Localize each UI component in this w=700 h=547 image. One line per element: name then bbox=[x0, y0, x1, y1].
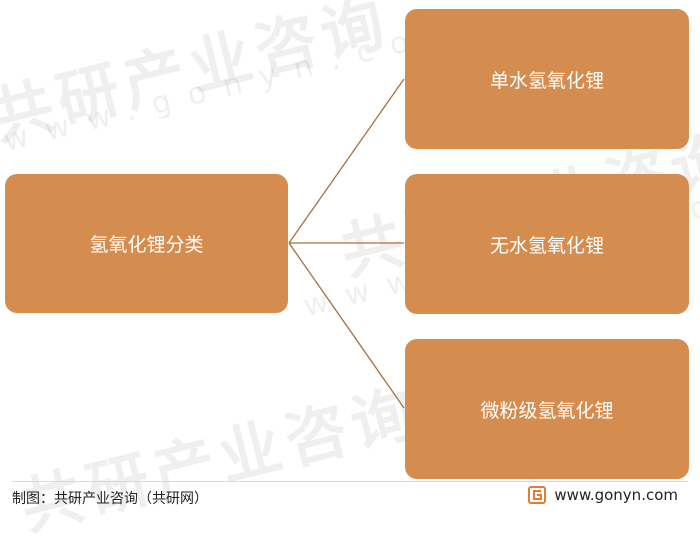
child-node-label: 微粉级氢氧化锂 bbox=[480, 399, 614, 422]
connector-lines bbox=[288, 78, 405, 409]
root-node-label: 氢氧化锂分类 bbox=[89, 234, 204, 256]
child-node-label: 单水氢氧化锂 bbox=[489, 69, 604, 92]
connector-to-child-1 bbox=[288, 78, 405, 244]
root-node: 氢氧化锂分类 bbox=[5, 174, 288, 313]
connector-to-child-3 bbox=[288, 242, 405, 409]
footer-divider bbox=[12, 481, 688, 482]
child-node-3: 微粉级氢氧化锂 bbox=[405, 339, 689, 479]
gonyn-logo-icon bbox=[528, 486, 547, 504]
footer-website: www.gonyn.com bbox=[528, 486, 678, 504]
child-node-2: 无水氢氧化锂 bbox=[405, 174, 689, 314]
footer-website-text: www.gonyn.com bbox=[554, 486, 678, 504]
child-node-label: 无水氢氧化锂 bbox=[489, 234, 604, 257]
footer-source: 制图：共研产业咨询（共研网） bbox=[12, 491, 208, 507]
child-node-1: 单水氢氧化锂 bbox=[405, 9, 689, 149]
